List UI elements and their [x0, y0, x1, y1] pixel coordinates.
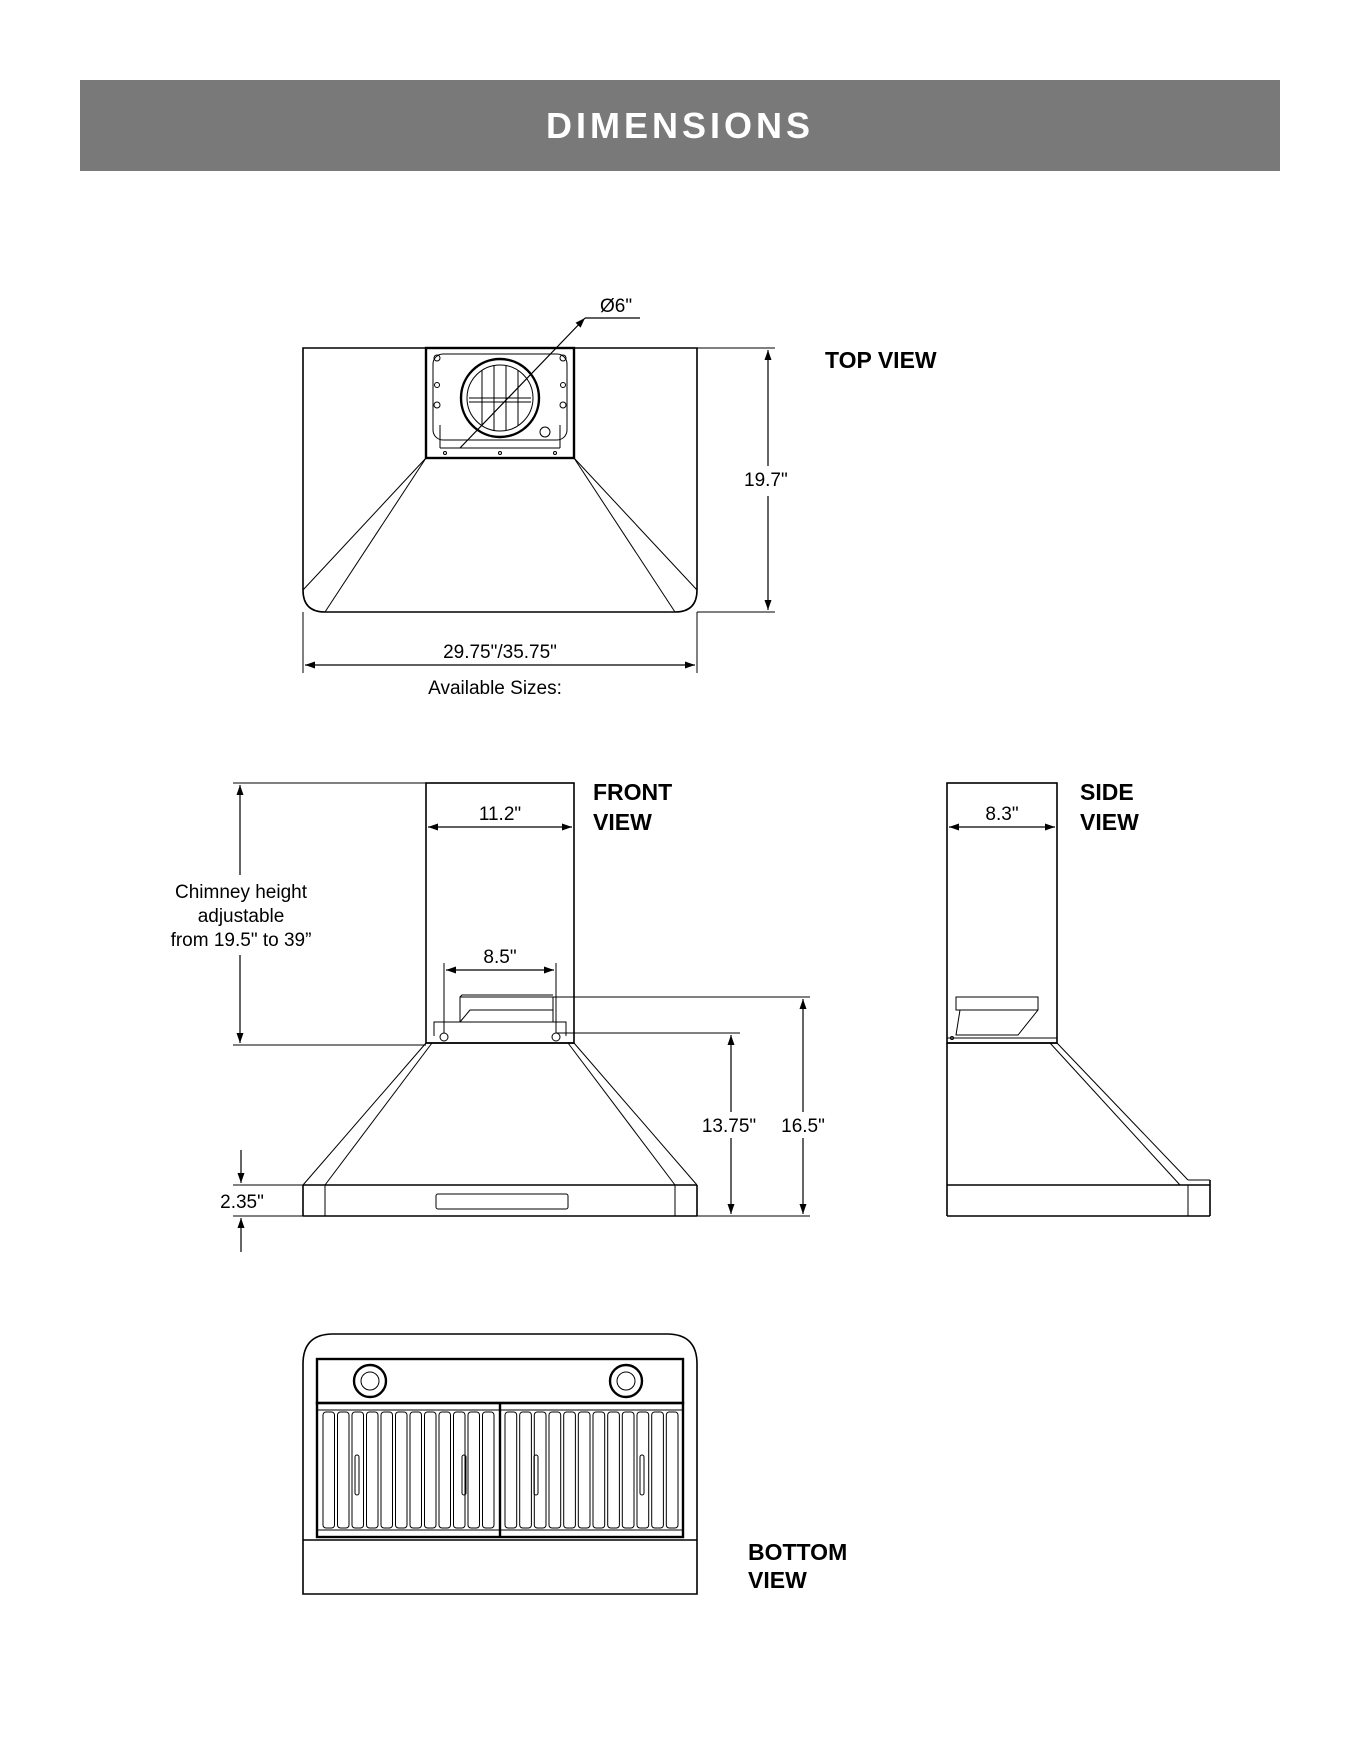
duct-diameter-dimension: Ø6"	[460, 296, 640, 448]
top-depth-dimension: 19.7"	[697, 348, 788, 612]
chimney-height-line3: from 19.5" to 39”	[171, 930, 312, 951]
baffle-filters	[317, 1403, 683, 1537]
front-view-title-line2: VIEW	[593, 809, 652, 835]
duct-collar-plate	[426, 348, 574, 458]
top-view: Ø6" 19.7" 29.75"/35.75" Available Sizes:…	[303, 296, 937, 699]
bottom-height-label: 2.35"	[220, 1192, 264, 1213]
chimney-height-dimension: Chimney height adjustable from 19.5" to …	[171, 783, 426, 1045]
light-left-icon	[354, 1365, 386, 1397]
front-hood-body	[303, 1043, 697, 1216]
side-hood-body	[947, 1043, 1210, 1216]
top-view-outline	[303, 348, 697, 612]
side-duct-bracket	[947, 997, 1057, 1040]
front-view-title-line1: FRONT	[593, 779, 672, 805]
side-view: 8.3" SIDE VIEW	[947, 779, 1210, 1216]
front-duct-bracket: 8.5"	[434, 947, 566, 1041]
duct-spacing-label: 8.5"	[483, 947, 516, 968]
bottom-height-dimension: 2.35"	[220, 1150, 303, 1252]
bottom-view: BOTTOM VIEW	[303, 1334, 847, 1594]
top-view-title: TOP VIEW	[825, 347, 937, 373]
available-sizes-label: Available Sizes:	[428, 678, 562, 699]
chimney-height-line2: adjustable	[198, 906, 285, 927]
front-view: 11.2" 8.5"	[171, 779, 825, 1252]
total-height-label: 16.5"	[781, 1116, 825, 1137]
top-width-label: 29.75"/35.75"	[443, 642, 557, 663]
top-depth-label: 19.7"	[744, 470, 788, 491]
duct-diameter-label: Ø6"	[600, 296, 632, 317]
hood-height-dimension: 13.75"	[556, 1033, 810, 1216]
side-chimney-depth-label: 8.3"	[985, 804, 1018, 825]
side-view-title-line2: VIEW	[1080, 809, 1139, 835]
chimney-width-label: 11.2"	[479, 804, 521, 825]
side-view-title-line1: SIDE	[1080, 779, 1134, 805]
front-chimney: 11.2"	[426, 783, 574, 1043]
hood-height-label: 13.75"	[702, 1116, 756, 1137]
top-width-dimension: 29.75"/35.75" Available Sizes:	[303, 612, 697, 699]
light-right-icon	[610, 1365, 642, 1397]
total-height-dimension: 16.5"	[460, 997, 825, 1214]
bottom-view-title-line1: BOTTOM	[748, 1539, 847, 1565]
chimney-height-line1: Chimney height	[175, 882, 308, 903]
bottom-view-title-line2: VIEW	[748, 1567, 807, 1593]
